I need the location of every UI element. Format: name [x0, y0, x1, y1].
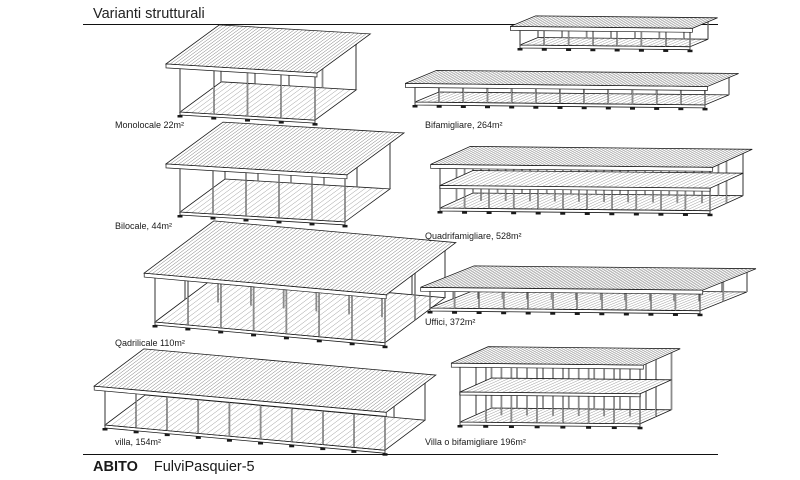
variant-label-bifamigliare: Bifamigliare, 264m² — [425, 120, 503, 130]
variant-label-quadrifamigliare: Quadrifamigliare, 528m² — [425, 231, 522, 241]
footer: ABITO FulviPasquier-5 — [93, 459, 255, 475]
footer-author: FulviPasquier-5 — [153, 459, 255, 475]
bifamigliare-structure-wing — [510, 15, 718, 53]
quadrifamigliare-structure — [430, 145, 753, 217]
variant-label-villa-bifamigliare: Villa o bifamigliare 196m² — [425, 437, 526, 447]
uffici-structure — [420, 265, 757, 317]
page-title: Varianti strutturali — [93, 6, 205, 22]
bifamigliare-structure — [405, 69, 739, 111]
variant-label-monolocale: Monolocale 22m² — [115, 120, 185, 130]
variant-label-quadrilocale: Qadrilicale 110m² — [115, 338, 185, 348]
variant-label-villa: villa, 154m² — [115, 437, 162, 447]
bilocale-structure — [164, 121, 406, 228]
header-rule — [83, 24, 718, 25]
variant-label-uffici: Uffici, 372m² — [425, 317, 476, 327]
quadrilocale-structure — [143, 220, 457, 349]
villa-bifamigliare-structure — [450, 346, 681, 430]
variant-label-bilocale: Bilocale, 44m² — [115, 221, 173, 231]
footer-rule — [83, 454, 718, 455]
monolocale-structure — [164, 24, 372, 126]
villa-structure — [93, 348, 437, 456]
footer-brand: ABITO — [93, 459, 138, 475]
